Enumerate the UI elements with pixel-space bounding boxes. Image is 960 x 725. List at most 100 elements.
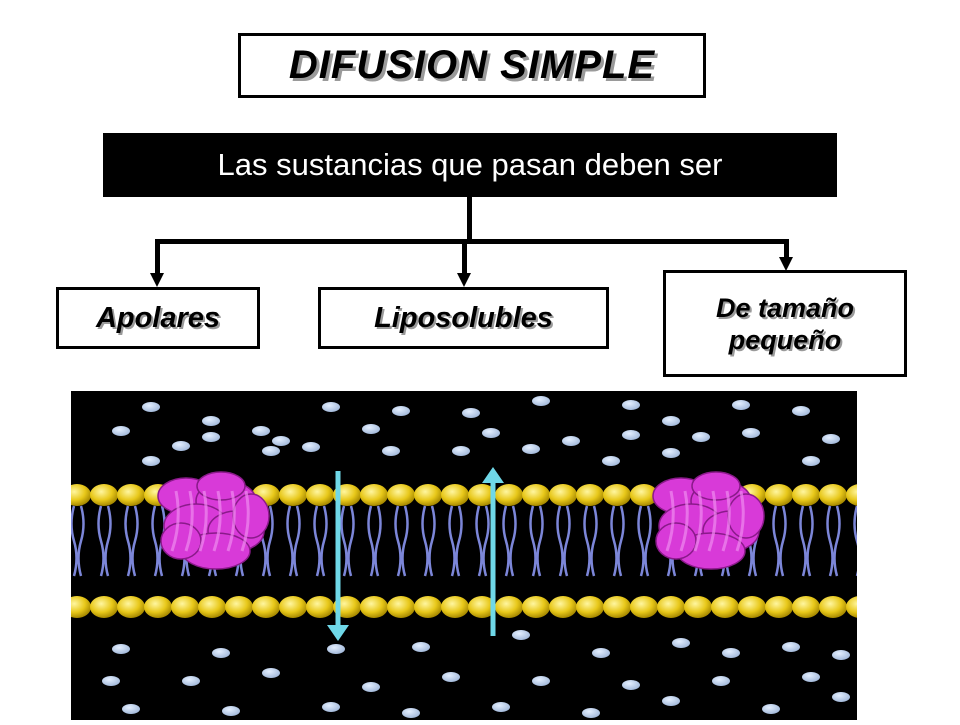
- lipid-tail: [772, 505, 780, 577]
- molecule: [762, 704, 780, 714]
- lipid-head-bottom: [387, 596, 415, 618]
- molecule: [602, 456, 620, 466]
- molecule: [142, 402, 160, 412]
- membrane-protein-right: [655, 522, 697, 560]
- molecule: [482, 428, 500, 438]
- molecule: [782, 642, 800, 652]
- lipid-head-bottom: [711, 596, 739, 618]
- molecule: [592, 648, 610, 658]
- lipid-head-bottom: [576, 596, 604, 618]
- membrane-protein-left-fold: [170, 490, 180, 552]
- molecule: [492, 702, 510, 712]
- title-box: DIFUSION SIMPLE: [238, 33, 706, 98]
- lipid-head-top: [117, 484, 145, 506]
- lipid-tail: [77, 505, 85, 577]
- membrane-protein-left-fold: [226, 490, 236, 552]
- molecule: [252, 426, 270, 436]
- lipid-tail: [563, 505, 571, 577]
- molecule: [402, 708, 420, 718]
- membrane-protein-left-fold: [212, 490, 222, 552]
- lipid-tail: [617, 505, 625, 577]
- lipid-head-top: [549, 484, 577, 506]
- lipid-tail: [340, 505, 348, 577]
- molecule: [412, 642, 430, 652]
- lipid-head-bottom: [630, 596, 658, 618]
- lipid-tail: [428, 505, 436, 577]
- lipid-tail: [374, 505, 382, 577]
- lipid-head-top: [792, 484, 820, 506]
- molecule: [662, 448, 680, 458]
- lipid-head-top: [279, 484, 307, 506]
- lipid-head-top: [846, 484, 874, 506]
- molecule: [172, 441, 190, 451]
- lipid-head-bottom: [738, 596, 766, 618]
- molecule: [262, 668, 280, 678]
- molecule: [202, 432, 220, 442]
- molecule: [272, 436, 290, 446]
- lipid-head-top: [576, 484, 604, 506]
- lipid-head-bottom: [306, 596, 334, 618]
- lipid-tail: [347, 505, 355, 577]
- molecule: [212, 648, 230, 658]
- membrane-protein-left-fold: [184, 490, 194, 552]
- connector-stem: [467, 197, 472, 242]
- molecule: [672, 638, 690, 648]
- molecule: [102, 676, 120, 686]
- lipid-tail: [313, 505, 321, 577]
- molecule: [722, 648, 740, 658]
- lipid-tail: [826, 505, 834, 577]
- membrane-protein-right-fold: [721, 490, 731, 552]
- molecule: [522, 444, 540, 454]
- box-liposolubles: Liposolubles: [318, 287, 609, 349]
- lipid-head-top: [360, 484, 388, 506]
- molecule: [732, 400, 750, 410]
- lipid-tail: [779, 505, 787, 577]
- molecule: [832, 692, 850, 702]
- membrane-protein-left-fold: [198, 490, 208, 552]
- molecule: [582, 708, 600, 718]
- molecule: [327, 644, 345, 654]
- lipid-tail: [104, 505, 112, 577]
- membrane-protein-right-fold: [665, 490, 675, 552]
- lipid-head-bottom: [225, 596, 253, 618]
- lipid-tail: [806, 505, 814, 577]
- lipid-head-bottom: [603, 596, 631, 618]
- molecule: [462, 408, 480, 418]
- lipid-head-top: [441, 484, 469, 506]
- lipid-tail: [286, 505, 294, 577]
- molecule: [622, 400, 640, 410]
- lipid-tail: [590, 505, 598, 577]
- lipid-tail: [502, 505, 510, 577]
- lipid-tail: [833, 505, 841, 577]
- molecule: [622, 430, 640, 440]
- lipid-head-bottom: [468, 596, 496, 618]
- lipid-tail: [556, 505, 564, 577]
- molecule: [832, 650, 850, 660]
- molecule: [362, 682, 380, 692]
- lipid-tail: [124, 505, 132, 577]
- box-tamano: De tamaño pequeño: [663, 270, 907, 377]
- lipid-tail: [70, 505, 78, 577]
- lipid-head-top: [495, 484, 523, 506]
- molecule: [802, 456, 820, 466]
- lipid-tail: [853, 505, 861, 577]
- lipid-head-bottom: [819, 596, 847, 618]
- box-apolares-label: Apolares: [95, 302, 221, 334]
- molecule: [452, 446, 470, 456]
- arrow-up-head: [482, 467, 504, 483]
- lipid-head-bottom: [657, 596, 685, 618]
- molecule: [112, 644, 130, 654]
- membrane-protein-right: [727, 493, 765, 539]
- lipid-tail: [394, 505, 402, 577]
- connector-horizontal: [155, 239, 789, 244]
- membrane-protein-right-fold: [679, 490, 689, 552]
- arrowhead-right: [779, 257, 793, 271]
- box-liposolubles-label: Liposolubles: [374, 302, 553, 334]
- molecule: [622, 680, 640, 690]
- arrow-down-head: [327, 625, 349, 641]
- lipid-tail: [151, 505, 159, 577]
- lipid-head-bottom: [171, 596, 199, 618]
- molecule: [322, 702, 340, 712]
- lipid-head-bottom: [495, 596, 523, 618]
- molecule: [262, 446, 280, 456]
